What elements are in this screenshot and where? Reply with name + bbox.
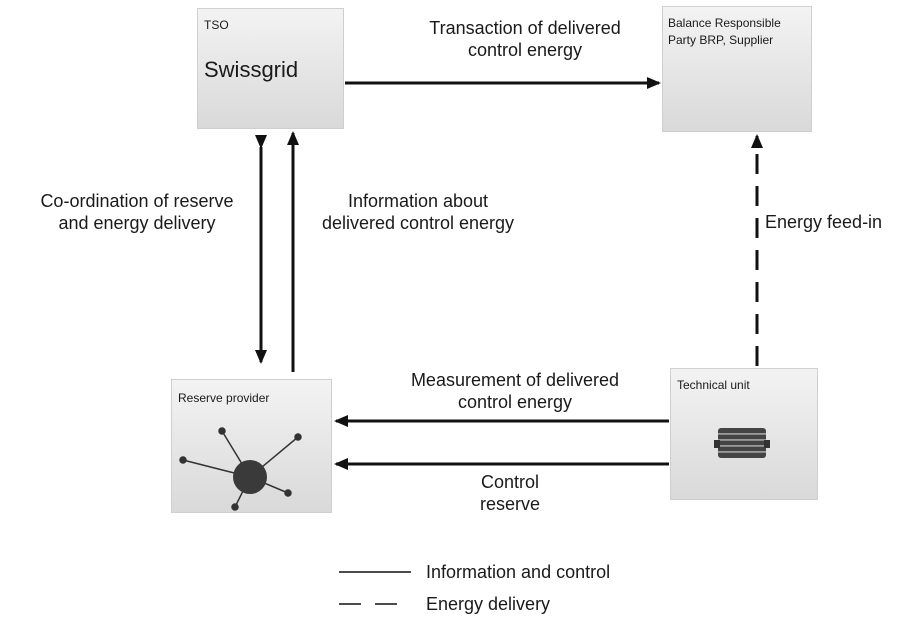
legend-dashed-label: Energy delivery <box>426 594 551 614</box>
generator-icon <box>714 428 770 458</box>
network-icon <box>179 427 302 511</box>
transaction-label: Transaction of delivered control energy <box>380 17 670 61</box>
tso-category-label: TSO <box>204 18 229 32</box>
brp-box: Balance Responsible Party BRP, Supplier <box>662 6 812 132</box>
control-reserve-label-line1: Control <box>480 472 540 492</box>
tso-name-label: Swissgrid <box>204 57 299 82</box>
control-reserve-label-line2: reserve <box>479 494 541 514</box>
energy-feed-in-label: Energy feed-in <box>765 212 883 232</box>
information-label-line2: delivered control energy <box>321 213 515 233</box>
reserve-provider-box: Reserve provider <box>171 379 332 513</box>
technical-unit-label: Technical unit <box>677 378 750 392</box>
information-label-line1: Information about <box>347 191 489 211</box>
measurement-label-line2: control energy <box>457 392 573 412</box>
coordination-label: Co-ordination of reserve and energy deli… <box>2 190 272 234</box>
legend-solid-label: Information and control <box>426 562 611 582</box>
control-reserve-label: Control reserve <box>440 471 580 515</box>
brp-label-line2: Party BRP, Supplier <box>668 33 774 47</box>
coordination-label-line1: Co-ordination of reserve <box>40 191 234 211</box>
coordination-label-line2: and energy delivery <box>58 213 216 233</box>
transaction-label-line2: control energy <box>467 40 583 60</box>
information-label: Information about delivered control ener… <box>298 190 538 234</box>
tso-box: TSO Swissgrid <box>197 8 344 129</box>
measurement-label: Measurement of delivered control energy <box>370 369 660 413</box>
measurement-label-line1: Measurement of delivered <box>410 370 620 390</box>
transaction-label-line1: Transaction of delivered <box>429 18 621 38</box>
brp-label-line1: Balance Responsible <box>668 16 781 30</box>
reserve-provider-label: Reserve provider <box>178 391 270 405</box>
